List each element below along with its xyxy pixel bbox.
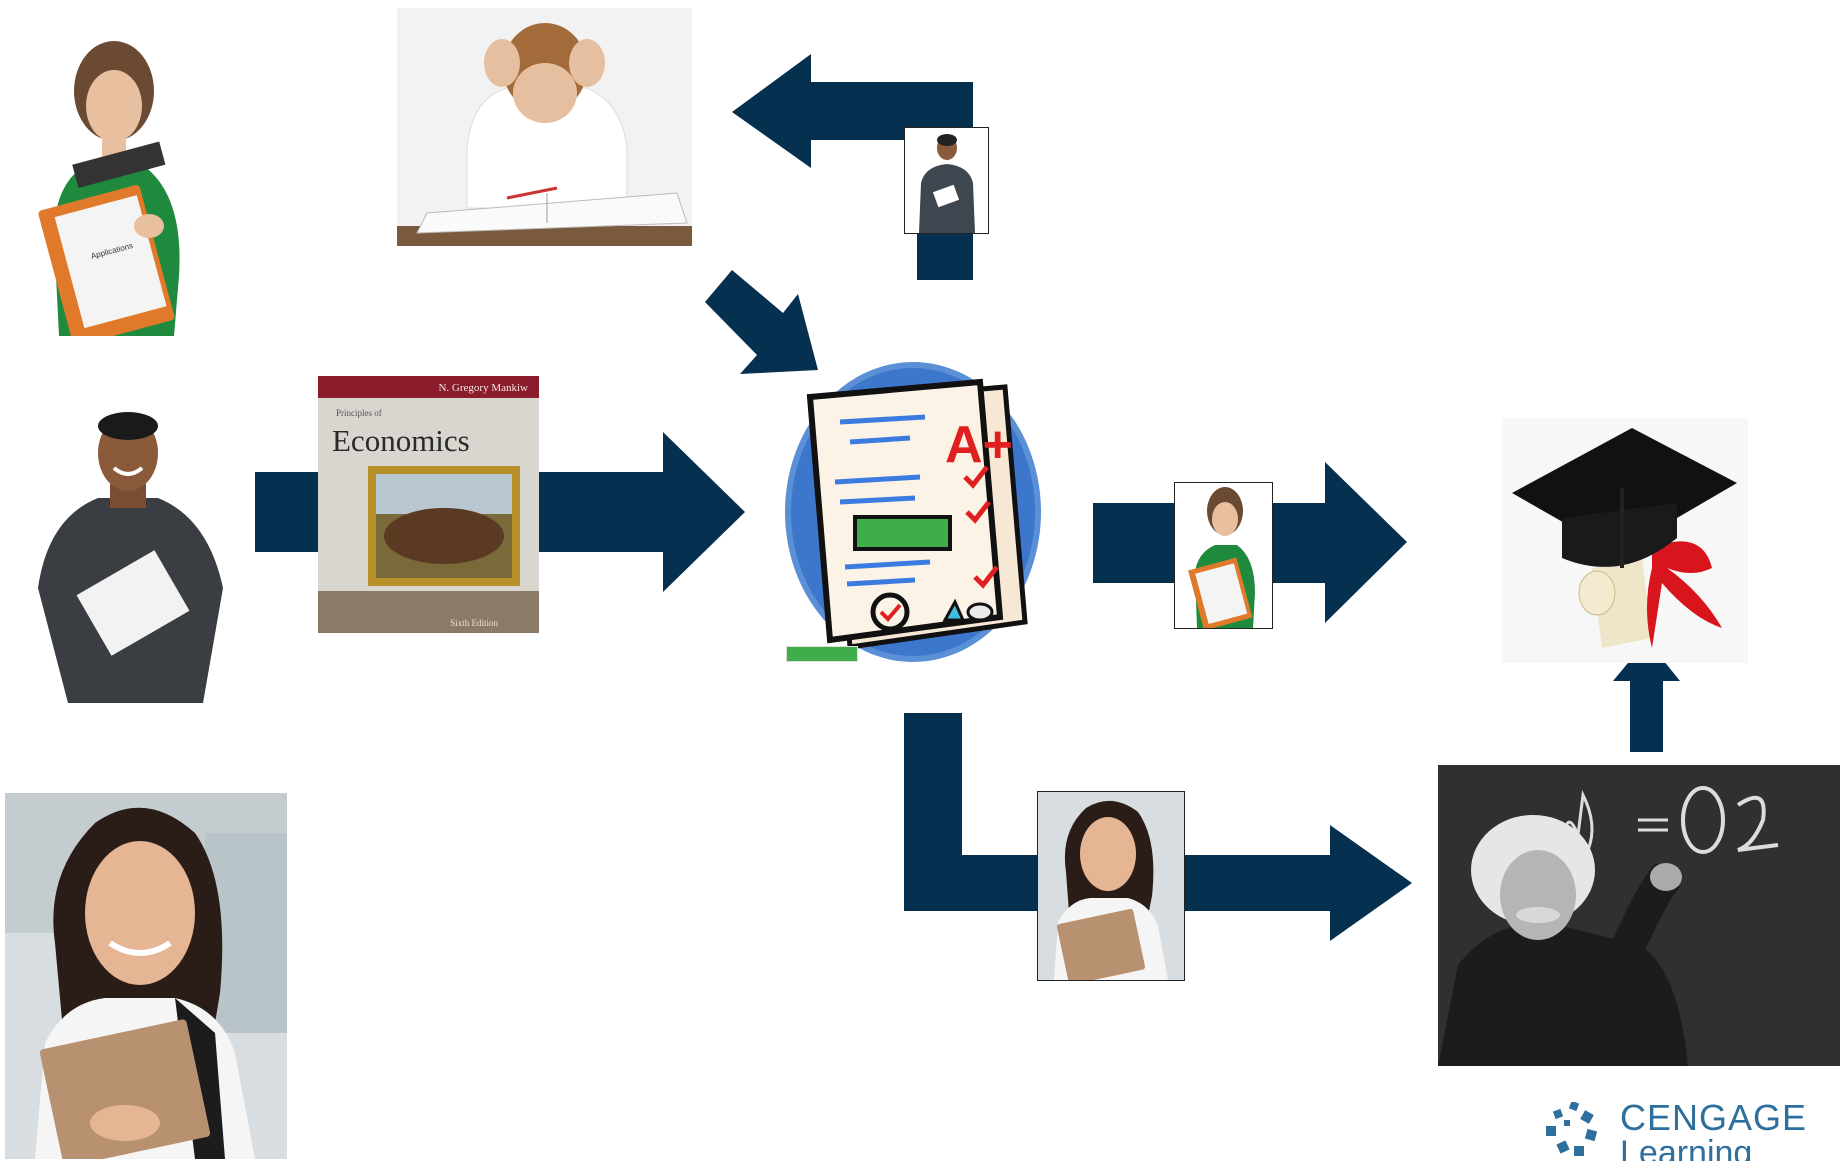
student-man-hoodie-photo [28, 408, 228, 703]
einstein-chalkboard-photo [1438, 765, 1840, 1066]
student-girl-clipboard-photo: Applications [14, 36, 204, 336]
cengage-logo-mark [1546, 1102, 1598, 1156]
stressed-student-photo [397, 8, 692, 246]
arrow-diagonal-to-exam [705, 270, 818, 374]
clipart-credit-tag [786, 646, 858, 662]
grade-mark: A+ [945, 416, 1013, 474]
learning-wordmark: Learning [1620, 1134, 1753, 1161]
arrow-mastery-to-graduation [1613, 640, 1680, 752]
student-girl-small-photo [1174, 482, 1273, 629]
arrow-return-to-study [732, 54, 973, 280]
book-edition: Sixth Edition [450, 618, 498, 628]
student-girl-folder-photo [5, 793, 287, 1159]
student-man-small-photo [904, 127, 989, 234]
economics-textbook-cover: N. Gregory Mankiw Principles of Economic… [318, 376, 539, 633]
graded-exam-icon: A+ [785, 362, 1043, 662]
book-title: Economics [332, 423, 470, 458]
student-girl-folder-small-photo [1037, 791, 1185, 981]
book-author: N. Gregory Mankiw [438, 382, 528, 394]
book-subtitle: Principles of [336, 408, 382, 418]
graduation-cap-diploma-image [1502, 418, 1748, 663]
cengage-learning-logo: CENGAGE Learning [1540, 1098, 1840, 1161]
arrow-exam-to-mastery [904, 713, 1412, 941]
cengage-wordmark: CENGAGE [1620, 1098, 1808, 1138]
